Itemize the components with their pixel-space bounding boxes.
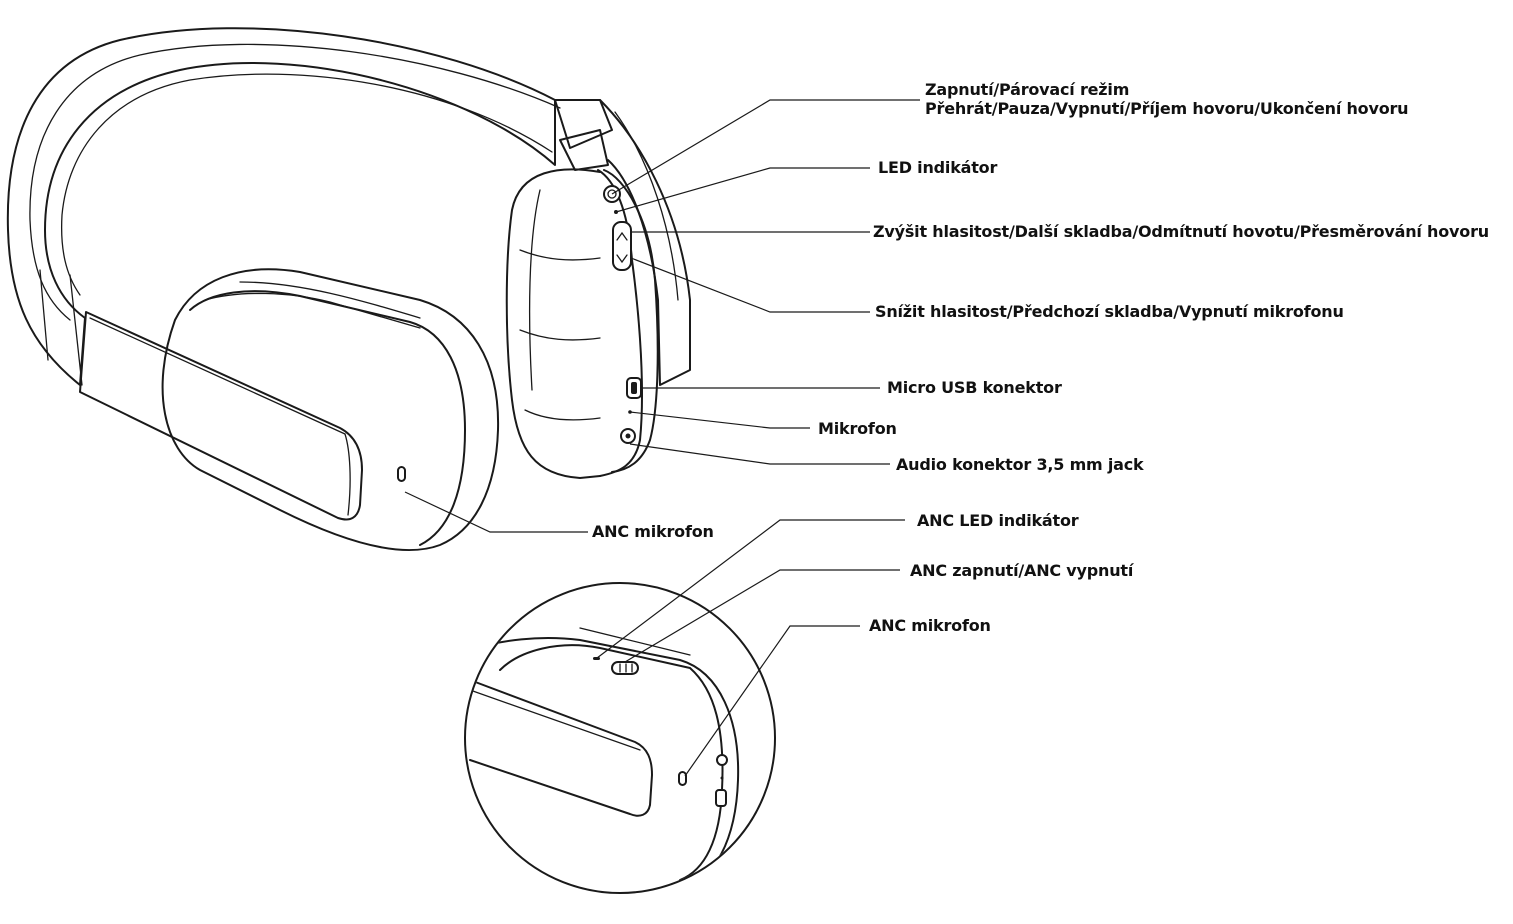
right-ear-cup — [505, 168, 659, 479]
label-power-line1: Zapnutí/Párovací režim — [925, 80, 1130, 99]
label-anc-mic-detail: ANC mikrofon — [869, 616, 991, 635]
label-volume-down: Snížit hlasitost/Předchozí skladba/Vypnu… — [875, 302, 1344, 321]
leader-lines — [404, 99, 920, 777]
label-power-line2: Přehrát/Pauza/Vypnutí/Příjem hovoru/Ukon… — [925, 99, 1409, 118]
label-mic: Mikrofon — [818, 419, 897, 438]
label-usb: Micro USB konektor — [887, 378, 1062, 397]
detail-magnifier — [464, 582, 776, 894]
label-volume-up: Zvýšit hlasitost/Další skladba/Odmítnutí… — [873, 222, 1489, 241]
label-anc-mic-main: ANC mikrofon — [592, 522, 714, 541]
label-power: Zapnutí/Párovací režim Přehrát/Pauza/Vyp… — [925, 80, 1409, 118]
label-anc-switch: ANC zapnutí/ANC vypnutí — [910, 561, 1134, 580]
headband — [6, 27, 691, 386]
label-led: LED indikátor — [878, 158, 998, 177]
label-anc-led: ANC LED indikátor — [917, 511, 1079, 530]
label-audio-jack: Audio konektor 3,5 mm jack — [896, 455, 1144, 474]
left-ear-cup — [79, 268, 500, 552]
